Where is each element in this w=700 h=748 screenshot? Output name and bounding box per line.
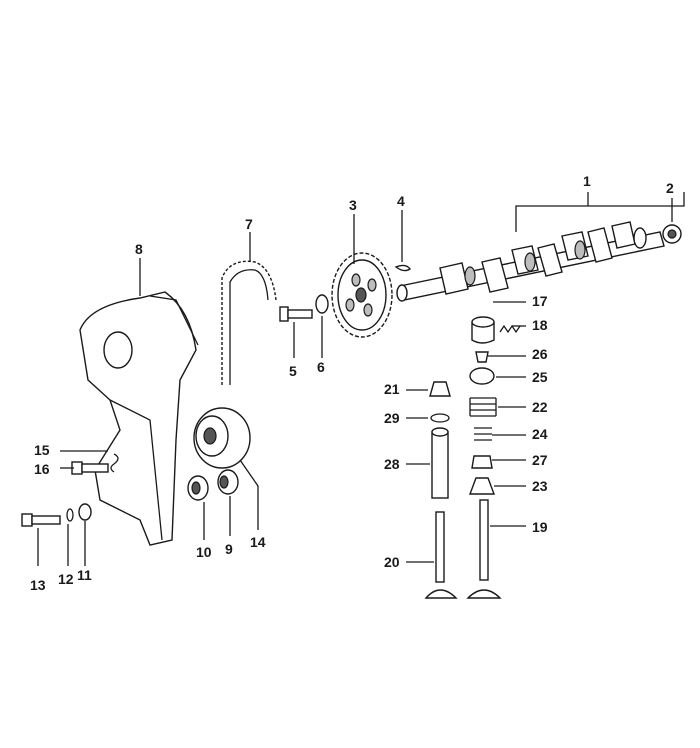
- woodruff-key: [394, 264, 411, 272]
- valve-20: [424, 511, 458, 599]
- inner-valve-spring: [474, 427, 492, 441]
- adjuster-spring-18: [499, 324, 521, 334]
- bolt-washer: [315, 294, 329, 314]
- washer-11: [78, 503, 92, 521]
- spring-retainer-25: [469, 367, 495, 385]
- label-2: 2: [666, 180, 674, 196]
- label-29: 29: [384, 410, 400, 426]
- valve-19: [466, 499, 502, 599]
- label-18: 18: [532, 317, 548, 333]
- label-23: 23: [532, 478, 548, 494]
- label-19: 19: [532, 519, 548, 535]
- label-3: 3: [349, 197, 357, 213]
- hydraulic-lifter: [471, 316, 495, 344]
- label-4: 4: [397, 193, 405, 209]
- valve-stem-seal: [468, 477, 496, 495]
- label-28: 28: [384, 456, 400, 472]
- camshaft-sprocket-small: [662, 224, 682, 244]
- label-15: 15: [34, 442, 50, 458]
- outer-valve-spring: [469, 397, 497, 417]
- label-25: 25: [532, 369, 548, 385]
- label-22: 22: [532, 399, 548, 415]
- leader-lines: [37, 192, 685, 566]
- roller-9: [217, 469, 239, 495]
- label-8: 8: [135, 241, 143, 257]
- camshaft-pulley: [331, 252, 393, 338]
- callout-labels: 1 2 3 4 5 6 7 8 9 10 11 12 13 14 15 16 1…: [30, 173, 674, 593]
- belt-tensioner-pulley: [193, 407, 251, 469]
- label-16: 16: [34, 461, 50, 477]
- label-6: 6: [317, 359, 325, 375]
- belt-bolt: [279, 306, 313, 322]
- label-17: 17: [532, 293, 548, 309]
- camshaft: [396, 221, 665, 302]
- label-26: 26: [532, 346, 548, 362]
- bolt-13: [21, 513, 61, 527]
- label-14: 14: [250, 534, 266, 550]
- label-1: 1: [583, 173, 591, 189]
- clip-15: [110, 453, 119, 473]
- label-27: 27: [532, 452, 548, 468]
- spring-seat-27: [471, 455, 493, 469]
- bearing-cap-21: [429, 381, 451, 397]
- bolt-16: [71, 461, 109, 475]
- label-10: 10: [196, 544, 212, 560]
- valve-cotter-26: [475, 351, 489, 363]
- label-5: 5: [289, 363, 297, 379]
- valve-guide-28: [431, 427, 449, 499]
- label-7: 7: [245, 216, 253, 232]
- label-12: 12: [58, 571, 74, 587]
- timing-belt: [221, 260, 277, 385]
- washer-12: [66, 508, 74, 522]
- label-20: 20: [384, 554, 400, 570]
- circlip-29: [430, 413, 450, 423]
- timing-belt-cover: [79, 291, 199, 546]
- label-21: 21: [384, 381, 400, 397]
- roller-10: [187, 475, 209, 501]
- label-11: 11: [77, 567, 92, 583]
- label-13: 13: [30, 577, 46, 593]
- label-24: 24: [532, 426, 548, 442]
- label-9: 9: [225, 541, 233, 557]
